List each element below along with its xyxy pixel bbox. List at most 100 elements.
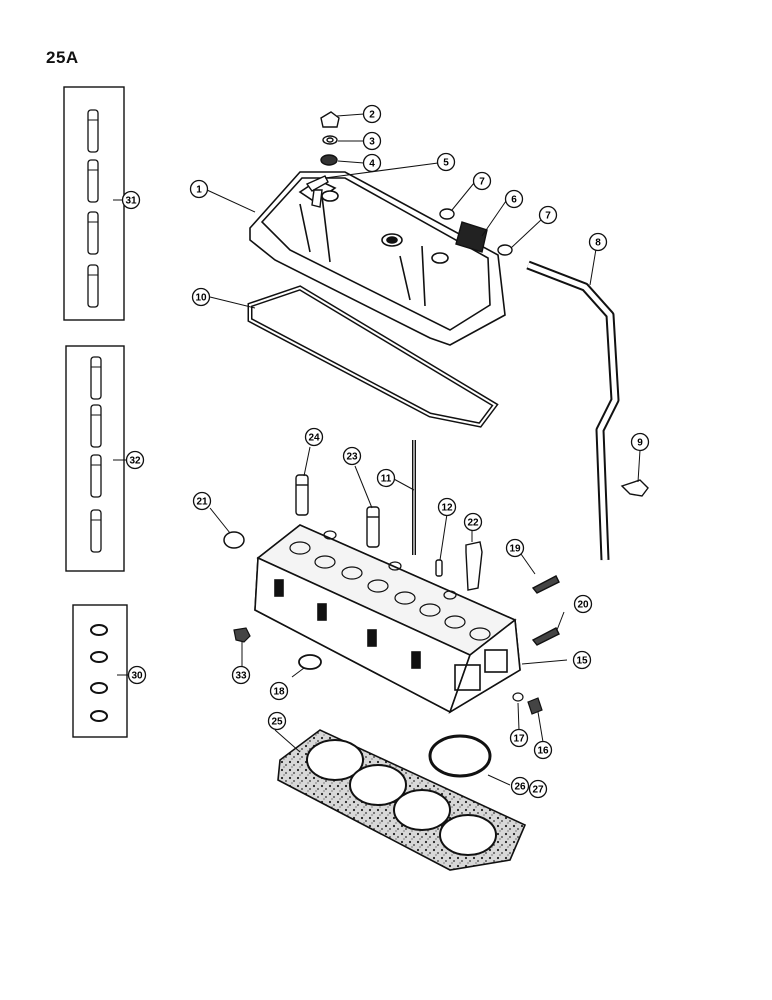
cylinder-head <box>254 524 521 714</box>
callout-circle <box>231 665 251 685</box>
callout-c6: 6 <box>504 189 524 209</box>
callout-label: 16 <box>537 746 549 757</box>
callout-c24: 24 <box>304 427 324 447</box>
callout-c17: 17 <box>509 728 529 748</box>
callout-circle <box>538 205 558 225</box>
kit-box-31 <box>63 86 125 321</box>
callout-label: 20 <box>577 600 589 611</box>
callout-label: 5 <box>443 158 449 169</box>
rocker-cover <box>249 171 506 346</box>
callout-circle <box>121 190 141 210</box>
callout-circle <box>362 104 382 124</box>
callout-label: 32 <box>129 456 141 467</box>
callout-c10: 10 <box>191 287 211 307</box>
callout-c2: 2 <box>362 104 382 124</box>
callout-circle <box>437 497 457 517</box>
callout-circle <box>376 468 396 488</box>
callout-label: 6 <box>511 195 517 206</box>
cover-gasket <box>247 285 499 428</box>
callout-circle <box>189 179 209 199</box>
callout-c26: 26 <box>510 776 530 796</box>
callout-circle <box>630 432 650 452</box>
callout-circle <box>573 594 593 614</box>
callout-label: 15 <box>576 656 588 667</box>
callout-circle <box>191 287 211 307</box>
callout-label: 24 <box>308 433 320 444</box>
callout-c12: 12 <box>437 497 457 517</box>
callout-label: 26 <box>514 782 526 793</box>
callout-label: 27 <box>532 785 544 796</box>
callout-circle <box>267 711 287 731</box>
valve-guides <box>295 474 380 548</box>
temperature-sender <box>233 627 251 643</box>
small-fittings <box>435 541 560 646</box>
callout-circle <box>528 779 548 799</box>
callout-c22: 22 <box>463 512 483 532</box>
callout-c18: 18 <box>269 681 289 701</box>
callout-c19: 19 <box>505 538 525 558</box>
breather-cap <box>320 111 340 166</box>
kit-box-30 <box>72 604 128 738</box>
hose-and-clamps <box>439 208 513 256</box>
callout-circle <box>362 131 382 151</box>
callout-c31: 31 <box>121 190 141 210</box>
callout-label: 7 <box>545 211 551 222</box>
callout-c25: 25 <box>267 711 287 731</box>
callout-label: 2 <box>369 110 375 121</box>
tube-clip <box>620 479 649 497</box>
callout-c20: 20 <box>573 594 593 614</box>
callout-label: 33 <box>235 671 247 682</box>
callout-c4: 4 <box>362 153 382 173</box>
callout-circle <box>588 232 608 252</box>
head-gasket <box>277 729 527 871</box>
callout-c1: 1 <box>189 179 209 199</box>
callout-circle <box>504 189 524 209</box>
callout-label: 30 <box>131 671 143 682</box>
callout-label: 17 <box>513 734 525 745</box>
callout-c30: 30 <box>127 665 147 685</box>
expansion-plug <box>298 654 322 670</box>
callout-label: 10 <box>195 293 207 304</box>
callout-circle <box>505 538 525 558</box>
callout-circle <box>436 152 456 172</box>
callout-c16: 16 <box>533 740 553 760</box>
callout-label: 19 <box>509 544 521 555</box>
callout-label: 3 <box>369 137 375 148</box>
callout-c7a: 7 <box>472 171 492 191</box>
callout-label: 22 <box>467 518 479 529</box>
callout-circle <box>127 665 147 685</box>
callout-c21: 21 <box>192 491 212 511</box>
callout-circle <box>342 446 362 466</box>
callout-circle <box>510 776 530 796</box>
callout-c8: 8 <box>588 232 608 252</box>
callout-circle <box>463 512 483 532</box>
callout-c27: 27 <box>528 779 548 799</box>
tee-fitting <box>305 175 329 208</box>
callout-circle <box>509 728 529 748</box>
callout-circle <box>362 153 382 173</box>
callout-label: 9 <box>637 438 643 449</box>
kit-box-32 <box>65 345 125 572</box>
callout-circle <box>192 491 212 511</box>
callout-label: 31 <box>125 196 137 207</box>
callout-c9: 9 <box>630 432 650 452</box>
callout-circle <box>533 740 553 760</box>
callout-label: 4 <box>369 159 375 170</box>
callout-label: 1 <box>196 185 202 196</box>
callout-c3: 3 <box>362 131 382 151</box>
callout-label: 18 <box>273 687 285 698</box>
callout-c11: 11 <box>376 468 396 488</box>
callout-c32: 32 <box>125 450 145 470</box>
callout-circle <box>572 650 592 670</box>
page-number: 25A <box>46 48 79 67</box>
callout-c15: 15 <box>572 650 592 670</box>
callout-label: 21 <box>196 497 208 508</box>
o-ring <box>223 531 245 549</box>
callout-c23: 23 <box>342 446 362 466</box>
callout-circle <box>125 450 145 470</box>
bolt-and-washer <box>512 692 543 715</box>
sealing-ring <box>428 734 492 778</box>
callout-label: 11 <box>381 474 392 485</box>
